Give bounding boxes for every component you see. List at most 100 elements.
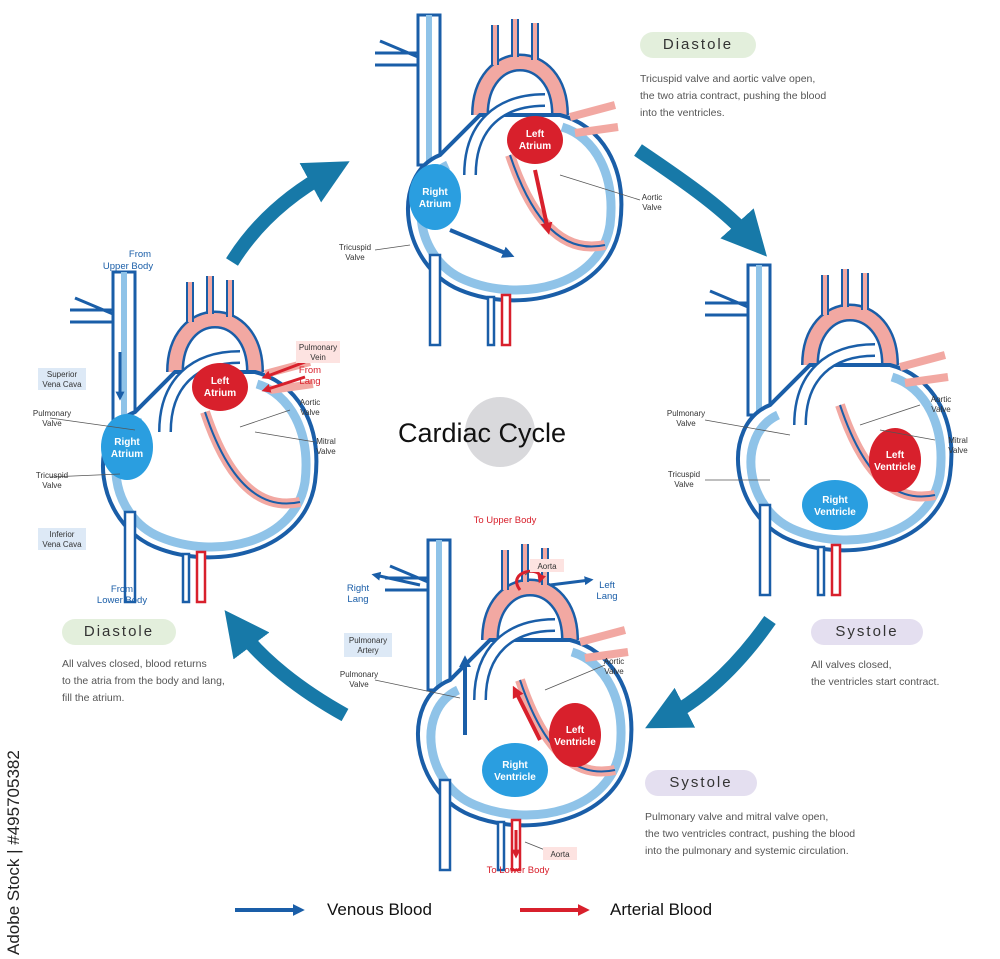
chamber-label: Left bbox=[886, 450, 905, 461]
chamber-label: Ventricle bbox=[494, 772, 536, 783]
heart-left: Left Atrium Right Atrium bbox=[49, 272, 316, 602]
pulmonary-valve-label: Pulmonary bbox=[33, 409, 71, 418]
pulmonary-vein-label: Pulmonary bbox=[299, 343, 337, 352]
stage-pill-systole: Systole bbox=[645, 770, 757, 796]
from-lower-body-label: Lower Body bbox=[97, 595, 147, 606]
right-lang-label: Right bbox=[347, 583, 370, 594]
right-ventricle-bottom bbox=[482, 743, 548, 797]
pulmonary-valve-label: Pulmonary bbox=[340, 670, 378, 679]
mitral-valve-label: Valve bbox=[948, 446, 968, 455]
pulmonary-valve-label: Pulmonary bbox=[667, 409, 705, 418]
from-lang-label: Lang bbox=[299, 376, 320, 387]
to-lower-body-label: To Lower Body bbox=[487, 865, 550, 876]
right-ventricle-right bbox=[802, 480, 868, 530]
left-lang-label: Lang bbox=[596, 591, 617, 602]
right-atrium-left bbox=[101, 414, 153, 480]
heart-bottom: Left Ventricle Right Ventricle bbox=[371, 540, 631, 870]
page-title: Cardiac Cycle bbox=[398, 418, 567, 448]
cycle-arrow-left-to-top bbox=[226, 161, 350, 266]
pulmonary-artery-label: Pulmonary bbox=[349, 636, 387, 645]
chamber-label: Atrium bbox=[419, 199, 451, 210]
stage-pill-systole: Systole bbox=[811, 619, 923, 645]
legend-arterial-label: Arterial Blood bbox=[610, 900, 713, 919]
chamber-label: Right bbox=[502, 760, 528, 771]
superior-vena-cava-label: Vena Cava bbox=[42, 380, 82, 389]
from-upper-body-label: Upper Body bbox=[103, 261, 153, 272]
description-line: the two ventricles contract, pushing the… bbox=[645, 828, 856, 840]
chamber-label: Right bbox=[822, 495, 848, 506]
description-line: into the pulmonary and systemic circulat… bbox=[645, 845, 849, 857]
inferior-vena-cava-label: Inferior bbox=[50, 530, 75, 539]
pulmonary-valve-label: Valve bbox=[42, 419, 62, 428]
description-line: to the atria from the body and lang, bbox=[62, 675, 225, 687]
left-ventricle-right bbox=[869, 428, 921, 492]
description-line: Pulmonary valve and mitral valve open, bbox=[645, 811, 829, 823]
superior-vena-cava-label: Superior bbox=[47, 370, 78, 379]
center-circle bbox=[465, 397, 535, 467]
description-line: All valves closed, blood returns bbox=[62, 658, 207, 670]
chamber-label: Left bbox=[211, 376, 230, 387]
cycle-arrow-right-to-bottom bbox=[645, 615, 776, 729]
stage-description: All valves closed, blood returns to the … bbox=[62, 656, 225, 707]
cycle-arrow-bottom-to-left bbox=[224, 610, 349, 722]
aortic-valve-label: Valve bbox=[300, 408, 320, 417]
description-line: Tricuspid valve and aortic valve open, bbox=[640, 73, 816, 85]
chamber-label: Atrium bbox=[111, 449, 143, 460]
left-atrium-top bbox=[507, 116, 563, 164]
cycle-arrow-top-to-right bbox=[634, 144, 767, 257]
chamber-label: Right bbox=[422, 187, 448, 198]
tricuspid-valve-label: Valve bbox=[674, 480, 694, 489]
stage-description: Tricuspid valve and aortic valve open, t… bbox=[640, 71, 826, 122]
heart-right: Left Ventricle Right Ventricle bbox=[705, 265, 951, 595]
from-lang-label: From bbox=[299, 365, 321, 376]
aortic-valve-label: Aortic bbox=[300, 398, 320, 407]
stage-pill-diastole: Diastole bbox=[640, 32, 756, 58]
left-lang-label: Left bbox=[599, 580, 615, 591]
aortic-valve-label: Valve bbox=[604, 667, 624, 676]
cycle-arrows bbox=[224, 144, 776, 729]
pulmonary-vein-label: Vein bbox=[310, 353, 326, 362]
description-line: fill the atrium. bbox=[62, 692, 125, 704]
tricuspid-valve-label: Tricuspid bbox=[339, 243, 371, 252]
description-line: the two atria contract, pushing the bloo… bbox=[640, 90, 827, 102]
right-atrium-top bbox=[409, 164, 461, 230]
aortic-valve-label: Valve bbox=[642, 203, 662, 212]
description-line: the ventricles start contract. bbox=[811, 676, 940, 688]
mitral-valve-label: Valve bbox=[316, 447, 336, 456]
aorta-label-top: Aorta bbox=[537, 562, 557, 571]
chamber-label: Ventricle bbox=[874, 462, 916, 473]
aortic-valve-label: Aortic bbox=[604, 657, 624, 666]
heart-top: Left Atrium Right Atrium bbox=[375, 15, 641, 345]
chamber-label: Ventricle bbox=[814, 507, 856, 518]
aorta-label-bottom: Aorta bbox=[550, 850, 570, 859]
from-upper-body-label: From bbox=[129, 249, 151, 260]
pulmonary-artery-label: Artery bbox=[357, 646, 378, 655]
chamber-label: Right bbox=[114, 437, 140, 448]
left-atrium-left bbox=[192, 363, 248, 411]
tricuspid-valve-label: Valve bbox=[42, 481, 62, 490]
stage-description: All valves closed, the ventricles start … bbox=[811, 657, 939, 691]
pulmonary-valve-label: Valve bbox=[349, 680, 369, 689]
chamber-label: Atrium bbox=[519, 141, 551, 152]
legend-venous-label: Venous Blood bbox=[327, 900, 432, 919]
right-lang-label: Lang bbox=[347, 594, 368, 605]
aortic-valve-label: Aortic bbox=[642, 193, 662, 202]
to-upper-body-label: To Upper Body bbox=[474, 515, 537, 526]
tricuspid-valve-label: Tricuspid bbox=[668, 470, 700, 479]
chamber-label: Ventricle bbox=[554, 737, 596, 748]
chamber-label: Atrium bbox=[204, 388, 236, 399]
stage-pill-diastole: Diastole bbox=[62, 619, 176, 645]
tricuspid-valve-label: Valve bbox=[345, 253, 365, 262]
aortic-valve-label: Aortic bbox=[931, 395, 951, 404]
watermark: Adobe Stock | #495705382 bbox=[4, 750, 23, 955]
description-line: All valves closed, bbox=[811, 659, 892, 671]
left-ventricle-bottom bbox=[549, 703, 601, 767]
aortic-valve-label: Valve bbox=[931, 405, 951, 414]
from-lower-body-label: From bbox=[111, 584, 133, 595]
mitral-valve-label: Mitral bbox=[948, 436, 968, 445]
tricuspid-valve-label: Tricuspid bbox=[36, 471, 68, 480]
chamber-label: Left bbox=[566, 725, 585, 736]
pulmonary-valve-label: Valve bbox=[676, 419, 696, 428]
chamber-label: Left bbox=[526, 129, 545, 140]
